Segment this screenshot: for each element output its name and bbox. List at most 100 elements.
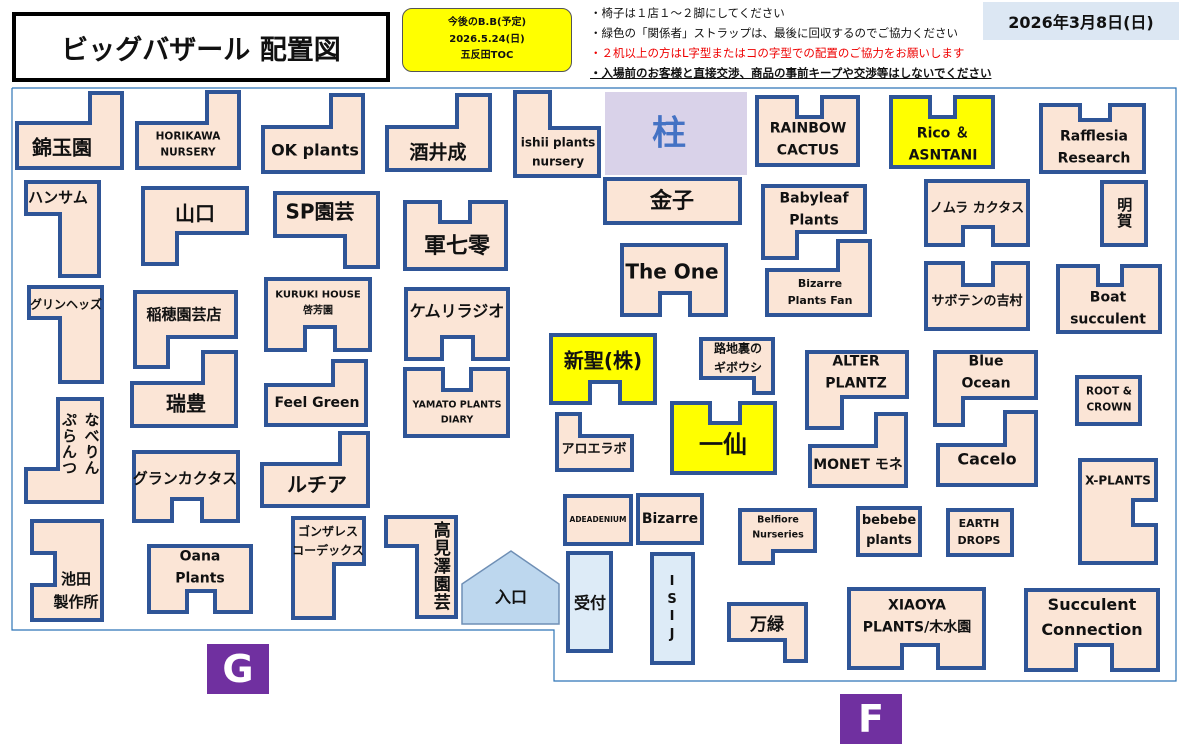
note-warning: ・２机以上の方はL字型またはコの字型での配置のご協力をお願いします (590, 46, 965, 60)
booth-label: OK plants (271, 140, 359, 160)
booth-label: MONET モネ (813, 457, 903, 474)
note-important: ・入場前のお客様と直接交渉、商品の事前キープや交渉等はしないでください (590, 66, 992, 80)
booth (670, 401, 777, 475)
booth-label: アロエラボ (561, 441, 627, 457)
booth-label: 酒井成 (409, 141, 467, 164)
booth (141, 186, 249, 266)
booth (24, 180, 101, 278)
booth (856, 506, 922, 557)
booth-label: ALTER PLANTZ (825, 353, 887, 391)
zone-g-badge: G (207, 644, 269, 694)
booth (1100, 180, 1148, 247)
booth-label: グリンヘッズ (29, 297, 103, 312)
booth (549, 333, 657, 405)
booth (765, 239, 872, 317)
booth (808, 412, 908, 488)
booth (847, 587, 986, 670)
booth (563, 494, 633, 546)
booth-label: ノムラ カクタス (929, 200, 1025, 216)
rules-notes: ・椅子は１店１～２脚にしてください ・緑色の「関係者」ストラップは、最後に回収す… (590, 3, 991, 83)
booth (620, 243, 728, 317)
note: ・緑色の「関係者」ストラップは、最後に回収するのでご協力ください (590, 26, 958, 40)
booth (513, 90, 601, 178)
booth-label: Bizarre Plants Fan (787, 276, 853, 307)
booth-label: 受付 (573, 593, 607, 613)
booth-label: ハンサム (28, 188, 88, 207)
booth-label: ゴンザレス コーデックス (292, 524, 364, 557)
booth-label: 入口 (494, 587, 528, 607)
booth (603, 177, 742, 225)
booth (264, 359, 368, 427)
booth (147, 544, 253, 614)
booth-label: サボテンの吉村 (931, 293, 1023, 309)
booth (264, 277, 372, 352)
booth (805, 350, 909, 430)
booth-label: Blue Ocean (961, 353, 1011, 391)
booth-label: The One (625, 259, 719, 284)
booth (1075, 375, 1142, 426)
booth (385, 93, 492, 172)
booth (946, 508, 1014, 557)
booth-label: Babyleaf Plants (779, 190, 849, 228)
booth-label: ケムリラジオ (409, 301, 505, 321)
booth (727, 602, 808, 663)
booth-label: Rico ＆ ASNTANI (908, 125, 978, 163)
booth-label: 明賀 (1115, 197, 1134, 229)
booth (555, 412, 634, 472)
event-date: 2026年3月8日(日) (983, 2, 1179, 40)
booth (889, 95, 995, 169)
booth-label: グランカクタス (132, 469, 238, 488)
page-title: ビッグバザール 配置図 (12, 12, 390, 82)
booth (1024, 588, 1160, 672)
booth (24, 397, 104, 504)
booth-label: EARTH DROPS (957, 516, 1001, 547)
booth (132, 450, 240, 523)
booth (15, 91, 124, 170)
booth-label: 山口 (175, 201, 215, 226)
booth-label: 稲穂園芸店 (146, 305, 222, 324)
booth-label: 柱 (652, 113, 686, 154)
note: ・椅子は１店１～２脚にしてください (590, 6, 785, 20)
reception-desk (650, 552, 695, 665)
pillar (605, 92, 747, 175)
booth (924, 261, 1030, 331)
booth-label: SP園芸 (285, 199, 355, 224)
booth-label: KURUKI HOUSE 啓芳園 (275, 289, 361, 317)
booth (27, 285, 104, 384)
booth-label: Rafflesia Research (1057, 128, 1131, 166)
booth-label: 瑞豊 (166, 391, 206, 416)
booth-label: 新聖(株) (563, 348, 643, 373)
hall-outline (11, 87, 1177, 682)
booth-label: Feel Green (274, 395, 360, 412)
next-event-date: 2026.5.24(日) (449, 33, 525, 45)
booth (403, 200, 508, 271)
booth-label: 金子 (649, 188, 695, 214)
booth-label: bebebe plants (861, 512, 917, 548)
booth-label: 一仙 (699, 430, 747, 459)
booth-label: 錦玉園 (32, 135, 92, 160)
booth-label: Belfiore Nurseries (752, 514, 804, 540)
booth (130, 350, 238, 428)
booth (260, 431, 370, 508)
next-event-box: 今後のB.B(予定) 2026.5.24(日) 五反田TOC (402, 8, 572, 72)
booth (261, 93, 365, 174)
booth-label: 万緑 (750, 614, 784, 635)
booth (384, 515, 458, 619)
booth (1039, 103, 1146, 174)
entrance (461, 550, 560, 625)
zone-f-badge: F (840, 694, 902, 744)
booth (936, 410, 1038, 487)
booth (699, 337, 775, 395)
booth-label: ルチア (287, 472, 347, 497)
next-event-venue: 五反田TOC (460, 50, 514, 62)
booth (1056, 264, 1162, 334)
booth-label: Bizarre (641, 511, 699, 528)
booth-label: 路地裏の ギボウシ (713, 341, 763, 374)
booth-label: X-PLANTS (1085, 473, 1151, 488)
booth (135, 90, 241, 170)
booth-label: Boat succulent (1070, 289, 1146, 327)
booth-label: 軍七零 (423, 233, 491, 259)
reception-desk (566, 551, 613, 653)
booth-label: ishii plants nursery (520, 135, 596, 168)
